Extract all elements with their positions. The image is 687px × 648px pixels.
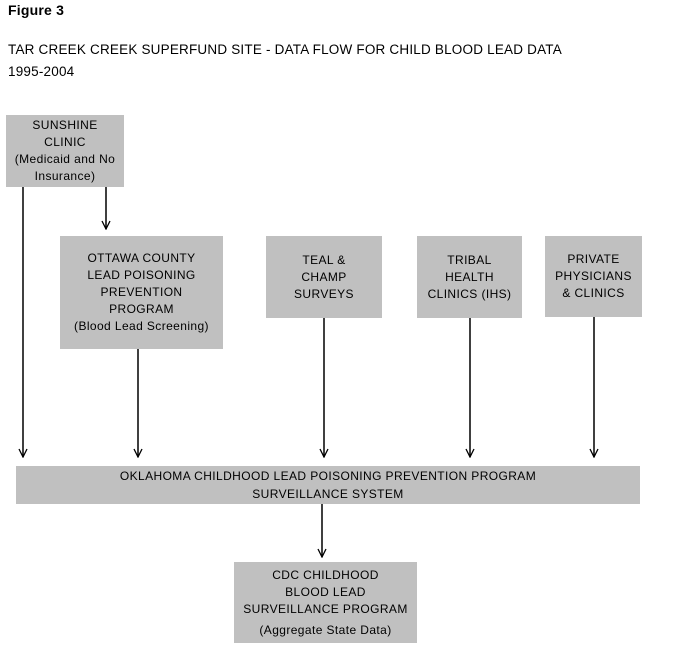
node-teal-champ-surveys: TEAL & CHAMP SURVEYS [266,236,382,318]
node-line: SUNSHINE [32,118,98,132]
node-sunshine-clinic: SUNSHINE CLINIC (Medicaid and No Insuran… [6,115,124,187]
figure-label: Figure 3 [8,2,65,18]
node-line: Insurance) [34,169,96,183]
node-line: CLINICS (IHS) [427,286,512,301]
node-tribal-health-clinics: TRIBAL HEALTH CLINICS (IHS) [417,236,522,318]
node-oklahoma-surveillance-system: OKLAHOMA CHILDHOOD LEAD POISONING PREVEN… [16,466,640,504]
node-cdc-surveillance-program: CDC CHILDHOOD BLOOD LEAD SURVEILLANCE PR… [234,562,417,643]
node-line: SURVEYS [294,286,354,301]
node-line: CLINIC [44,135,86,149]
node-line: PHYSICIANS [555,269,632,283]
node-line: CDC CHILDHOOD [272,567,379,582]
figure-title: TAR CREEK CREEK SUPERFUND SITE - DATA FL… [8,39,562,83]
node-line: (Aggregate State Data) [259,622,392,637]
node-line: (Blood Lead Screening) [74,319,209,333]
node-line: OTTAWA COUNTY [87,251,196,265]
node-line: OKLAHOMA CHILDHOOD LEAD POISONING PREVEN… [119,469,537,483]
node-line: PREVENTION [100,285,183,299]
figure-title-line1: TAR CREEK CREEK SUPERFUND SITE - DATA FL… [8,42,562,57]
node-private-physicians: PRIVATE PHYSICIANS & CLINICS [545,236,642,317]
node-line: CHAMP [301,269,347,284]
node-line: & CLINICS [562,286,625,300]
node-line: BLOOD LEAD [285,584,366,599]
node-line: SURVEILLANCE PROGRAM [243,601,408,616]
node-line: PRIVATE [567,252,620,266]
node-line: SURVEILLANCE SYSTEM [252,487,404,501]
node-line: LEAD POISONING [87,268,196,282]
node-line: PROGRAM [109,302,174,316]
figure-title-line2: 1995-2004 [8,64,75,79]
node-line: (Medicaid and No [14,152,116,166]
node-ottawa-county-program: OTTAWA COUNTY LEAD POISONING PREVENTION … [60,236,223,349]
node-line: HEALTH [445,269,494,284]
node-line: TRIBAL [447,252,492,267]
node-line: TEAL & [302,252,346,267]
